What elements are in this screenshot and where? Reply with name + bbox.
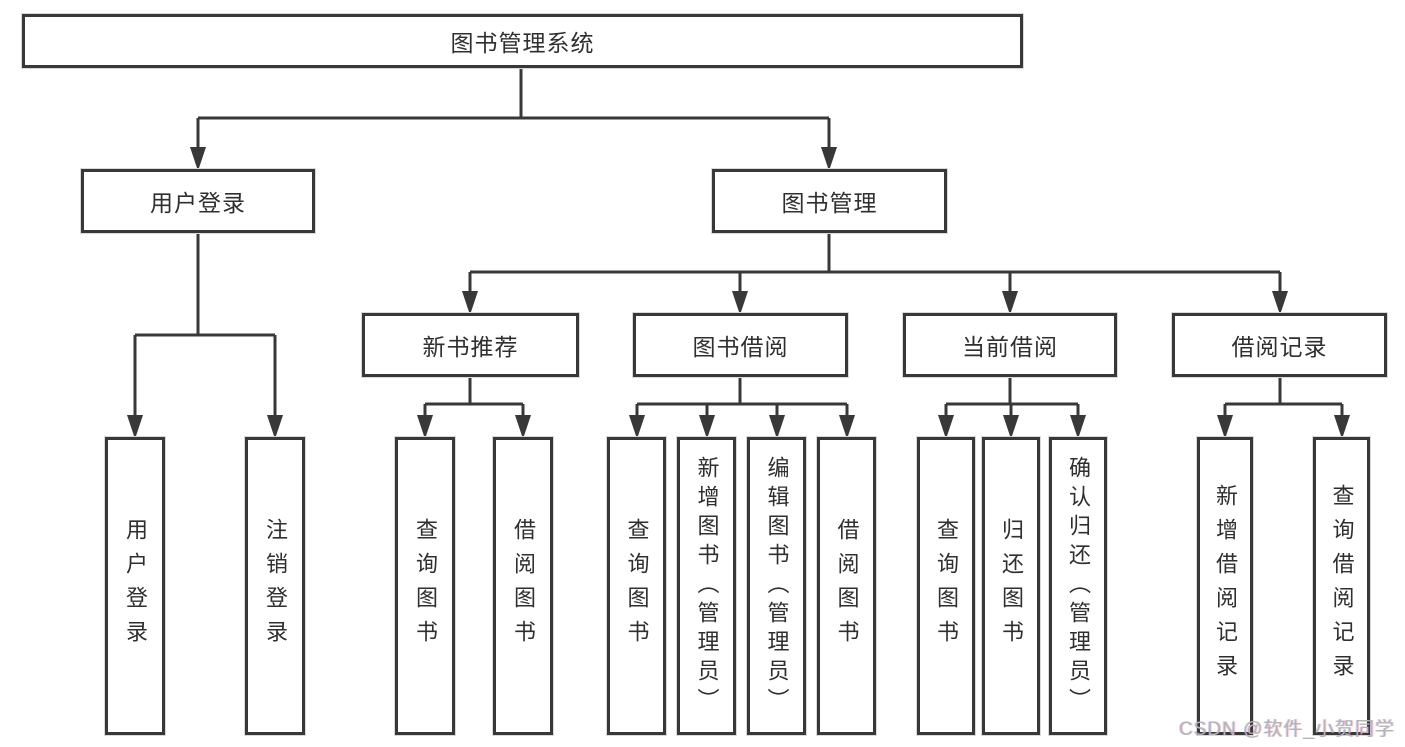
arrowhead-icon <box>1002 291 1018 315</box>
arrowhead-icon <box>267 415 283 439</box>
leaf-label: 新增图书（管理员） <box>694 455 720 717</box>
leaf-add-books-admin: 新增图书（管理员） <box>677 437 736 735</box>
leaf-query-books: 查询图书 <box>395 437 455 735</box>
arrowhead-icon <box>732 291 748 315</box>
leaf-label: 新增借阅记录 <box>1213 484 1238 688</box>
arrowhead-icon <box>417 415 433 439</box>
leaf-label: 借阅图书 <box>511 518 536 654</box>
arrowhead-icon <box>1334 415 1350 439</box>
arrowhead-icon <box>839 415 855 439</box>
node-label: 新书推荐 <box>422 334 519 360</box>
node-library-management-system: 图书管理系统 <box>22 14 1023 68</box>
leaf-label: 用户登录 <box>123 518 148 654</box>
leaf-logout: 注销登录 <box>245 437 305 735</box>
leaf-label: 查询图书 <box>934 518 959 654</box>
node-current-borrowing: 当前借阅 <box>903 313 1117 377</box>
node-new-book-recommendation: 新书推荐 <box>362 313 579 377</box>
leaf-label: 查询图书 <box>624 518 650 654</box>
leaf-label: 归还图书 <box>999 518 1024 654</box>
csdn-watermark: CSDN @软件_小贺同学 <box>1179 719 1395 740</box>
leaf-confirm-return-admin: 确认归还（管理员） <box>1049 437 1107 735</box>
arrowhead-icon <box>127 415 143 439</box>
arrowhead-icon <box>462 291 478 315</box>
leaf-edit-books-admin: 编辑图书（管理员） <box>747 437 806 735</box>
node-label: 图书借阅 <box>692 334 789 360</box>
node-label: 当前借阅 <box>962 334 1058 360</box>
node-label: 借阅记录 <box>1231 334 1328 360</box>
node-book-borrowing: 图书借阅 <box>633 313 848 377</box>
arrowhead-icon <box>190 147 206 171</box>
node-borrowing-records: 借阅记录 <box>1172 313 1387 377</box>
leaf-return-books: 归还图书 <box>982 437 1040 735</box>
arrowhead-icon <box>699 415 715 439</box>
leaf-label: 编辑图书（管理员） <box>764 455 790 717</box>
arrowhead-icon <box>515 415 531 439</box>
arrowhead-icon <box>938 415 954 439</box>
leaf-label: 查询图书 <box>413 518 438 654</box>
leaf-label: 确认归还（管理员） <box>1066 455 1091 717</box>
leaf-query-borrow-record: 查询借阅记录 <box>1313 437 1370 735</box>
leaf-user-login: 用户登录 <box>105 437 165 735</box>
leaf-query-books: 查询图书 <box>917 437 975 735</box>
node-label: 图书管理系统 <box>450 30 595 56</box>
leaf-borrow-books: 借阅图书 <box>493 437 553 735</box>
leaf-borrow-books: 借阅图书 <box>817 437 876 735</box>
arrowhead-icon <box>769 415 785 439</box>
arrowhead-icon <box>1217 415 1233 439</box>
node-label: 用户登录 <box>150 190 246 216</box>
leaf-label: 注销登录 <box>263 518 288 654</box>
node-book-management: 图书管理 <box>712 169 947 233</box>
arrowhead-icon <box>629 415 645 439</box>
leaf-add-borrow-record: 新增借阅记录 <box>1197 437 1253 735</box>
leaf-query-books: 查询图书 <box>607 437 666 735</box>
node-label: 图书管理 <box>781 190 878 216</box>
arrowhead-icon <box>1003 415 1019 439</box>
node-user-login: 用户登录 <box>81 169 315 233</box>
arrowhead-icon <box>821 147 837 171</box>
arrowhead-icon <box>1272 291 1288 315</box>
arrowhead-icon <box>1070 415 1086 439</box>
leaf-label: 查询借阅记录 <box>1329 484 1355 688</box>
leaf-label: 借阅图书 <box>834 518 860 654</box>
